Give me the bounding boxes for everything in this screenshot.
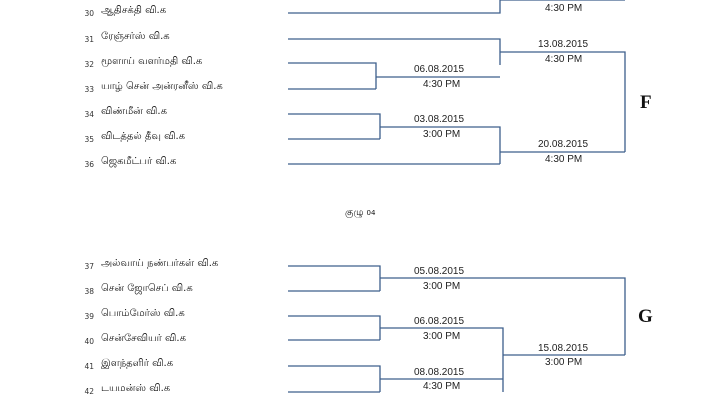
team-name: ஜெகமீட்பர் வி.க: [101, 156, 177, 167]
match-date: 15.08.2015: [538, 343, 589, 354]
bracket-line-semi-f1: [500, 51, 626, 152]
team-name: மூளாய் வளர்மதி வி.க: [101, 56, 203, 67]
match-time: 4:30 PM: [545, 3, 583, 14]
team-name: விடத்தல் தீவு வி.க: [101, 131, 186, 142]
match-time: 3:00 PM: [423, 281, 461, 292]
bracket-line-37-38: [380, 277, 626, 355]
match-time: 4:30 PM: [545, 54, 583, 65]
match-time: 4:30 PM: [545, 154, 583, 165]
team-number: 38: [84, 287, 94, 296]
team-number: 31: [84, 35, 94, 44]
match-time: 3:00 PM: [423, 331, 461, 342]
team-number: 35: [84, 135, 94, 144]
bracket-line-32: [288, 62, 377, 89]
team-name: ரேஞ்சர்ஸ் வி.க: [101, 31, 170, 42]
team-name: பொம்மேர்ஸ் வி.க: [101, 308, 185, 319]
team-number: 36: [84, 160, 94, 169]
match-time: 4:30 PM: [423, 79, 461, 90]
group-heading: குழு04: [345, 207, 375, 219]
team-number: 32: [84, 60, 94, 69]
bracket-line-31: [288, 38, 501, 65]
match-time: 4:30 PM: [423, 381, 461, 392]
team-name: சென் ஜோசெப் வி.க: [101, 283, 193, 294]
match-date: 03.08.2015: [414, 114, 465, 125]
group-heading-label: குழு: [345, 207, 364, 218]
team-name: யாழ் சென் அன்ரனீஸ் வி.க: [101, 81, 223, 92]
match-date: 08.08.2015: [414, 367, 465, 378]
match-time: 3:00 PM: [545, 357, 583, 368]
group-heading-number: 04: [366, 209, 376, 217]
team-number: 41: [84, 362, 94, 371]
match-date: 06.08.2015: [414, 316, 465, 327]
bracket-line-41: [288, 365, 381, 392]
match-date: 05.08.2015: [414, 266, 465, 277]
team-name: அல்வாய் நண்பர்கள் வி.க: [101, 258, 219, 269]
team-number: 42: [84, 387, 94, 396]
match-date: 06.08.2015: [414, 64, 465, 75]
bracket-line-39: [288, 315, 381, 340]
team-number: 37: [84, 262, 94, 271]
team-name: டயமன்ஸ் வி.க: [101, 383, 171, 394]
team-number: 30: [84, 9, 94, 18]
team-number: 40: [84, 337, 94, 346]
team-number: 39: [84, 312, 94, 321]
bracket-line-39-40: [380, 327, 504, 392]
team-name: விண்மீன் வி.க: [101, 106, 168, 117]
group-letter-g: G: [638, 306, 653, 327]
team-number: 33: [84, 85, 94, 94]
bracket-line-34: [288, 113, 381, 139]
match-date: 20.08.2015: [538, 139, 589, 150]
match-time: 3:00 PM: [423, 129, 461, 140]
team-name: சென்சேவியர் வி.க: [101, 333, 186, 344]
group-letter-f: F: [640, 92, 652, 113]
match-date: 13.08.2015: [538, 39, 589, 50]
team-name: ஆதிசக்தி வி.க: [101, 5, 167, 16]
bracket-line-30: [288, 0, 501, 14]
team-number: 34: [84, 110, 94, 119]
bracket-line-37: [288, 265, 381, 291]
team-name: இளந்தளிர் வி.க: [101, 358, 174, 369]
